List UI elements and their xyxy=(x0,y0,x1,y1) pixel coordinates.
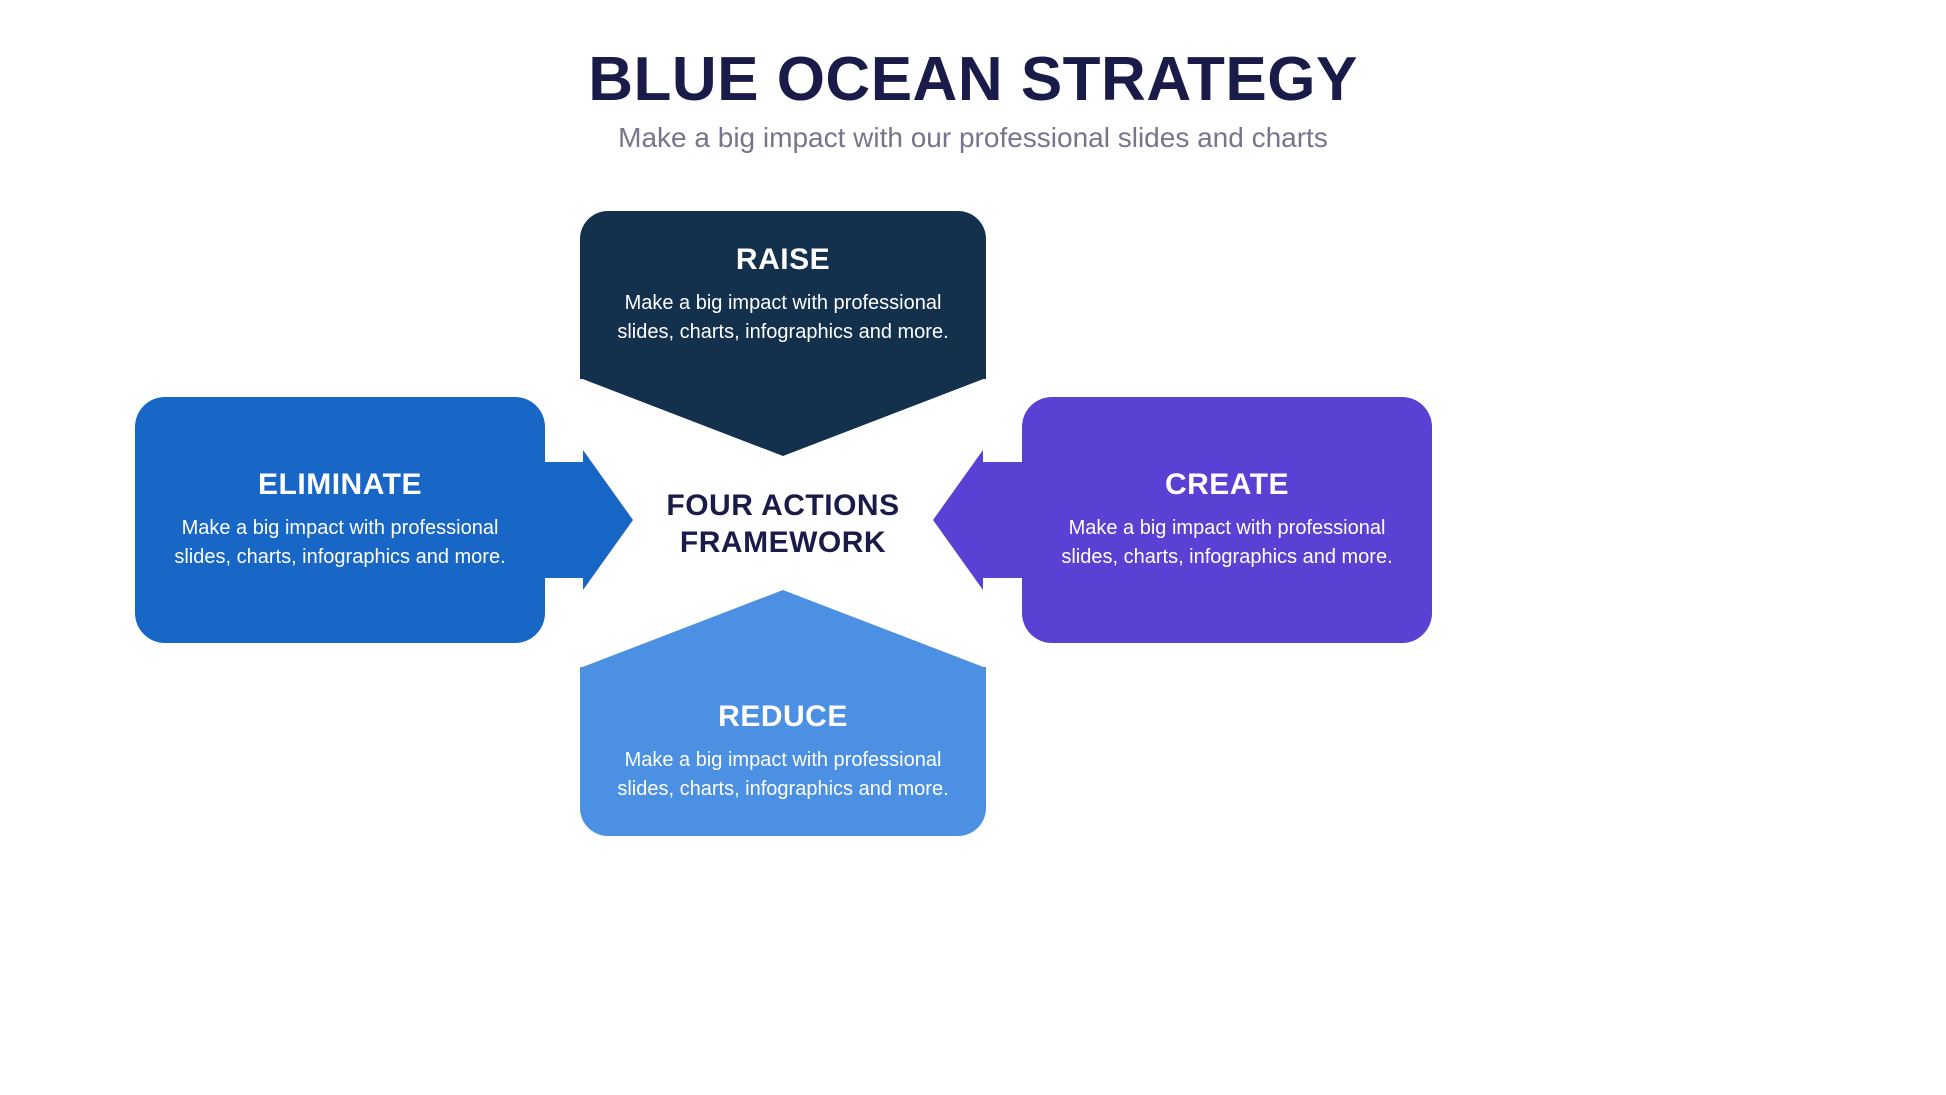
raise-card-title: RAISE xyxy=(735,243,831,276)
create-card: CREATE Make a big impact with profession… xyxy=(1022,397,1432,643)
reduce-card: REDUCE Make a big impact with profession… xyxy=(580,667,986,836)
reduce-card-title: REDUCE xyxy=(718,699,848,733)
raise-card-body: Make a big impact with professional slid… xyxy=(617,292,949,343)
eliminate-card-body: Make a big impact with professional slid… xyxy=(174,517,506,568)
create-card-title: CREATE xyxy=(1164,468,1290,501)
raise-arrow-down-icon xyxy=(580,378,986,456)
raise-card: RAISE Make a big impact with professiona… xyxy=(580,211,986,379)
page-subtitle: Make a big impact with our professional … xyxy=(618,122,1328,153)
eliminate-arrow-right-stem xyxy=(544,462,584,578)
reduce-card-body: Make a big impact with professional slid… xyxy=(617,748,949,800)
create-arrow-left-icon xyxy=(933,450,983,590)
create-card-body: Make a big impact with professional slid… xyxy=(1061,517,1393,568)
reduce-arrow-up-icon xyxy=(580,590,986,668)
create-arrow-left-stem xyxy=(982,462,1023,578)
eliminate-arrow-right-icon xyxy=(583,450,633,590)
page-title: BLUE OCEAN STRATEGY xyxy=(588,45,1358,114)
eliminate-card: ELIMINATE Make a big impact with profess… xyxy=(135,397,545,643)
center-framework-label: FOUR ACTIONS FRAMEWORK xyxy=(666,489,900,559)
eliminate-card-title: ELIMINATE xyxy=(258,468,422,501)
